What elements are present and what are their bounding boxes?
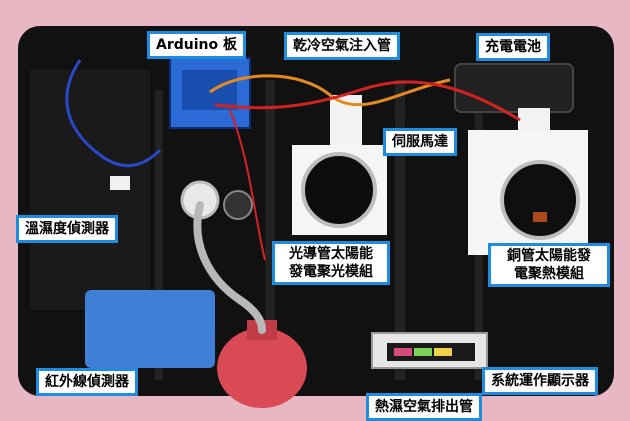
label-infrared-sensor: 紅外線偵測器	[36, 368, 138, 396]
metal-hose	[193, 201, 266, 334]
label-hot-humid-air-exhaust-pipe: 熱濕空氣排出管	[366, 393, 482, 421]
orange-wire	[209, 74, 451, 107]
display-segment-1	[394, 348, 412, 356]
label-servo-motor: 伺服馬達	[383, 128, 457, 156]
copper-pipe-dome	[500, 160, 580, 240]
label-system-operation-display: 系統運作顯示器	[482, 367, 598, 395]
display-segment-3	[434, 348, 452, 356]
label-copper-pipe-solar-module: 銅管太陽能發 電聚熱模組	[488, 243, 610, 287]
rail-3	[395, 80, 405, 380]
rail-2	[265, 80, 275, 380]
copper-pipe-core	[533, 212, 547, 222]
arduino-chip-area	[182, 70, 237, 110]
light-pipe-dome	[301, 152, 377, 228]
label-temp-humidity-sensor: 溫濕度偵測器	[16, 215, 118, 243]
fan-motor	[223, 190, 253, 220]
battery	[454, 63, 574, 113]
label-rechargeable-battery: 充電電池	[476, 33, 550, 61]
left-panel	[30, 70, 150, 310]
label-copper-pipe-solar-module-line1: 銅管太陽能發	[507, 248, 591, 264]
label-arduino-board: Arduino 板	[147, 31, 246, 59]
label-light-pipe-solar-module-line2: 發電聚光模組	[289, 264, 373, 280]
display-segment-2	[414, 348, 432, 356]
rail-1	[155, 90, 163, 380]
label-light-pipe-solar-module: 光導管太陽能 發電聚光模組	[272, 241, 390, 285]
label-light-pipe-solar-module-line1: 光導管太陽能	[289, 246, 373, 262]
temp-humidity-sensor-block	[110, 176, 130, 190]
label-copper-pipe-solar-module-line2: 電聚熱模組	[514, 266, 584, 282]
red-blower-bulb	[217, 328, 307, 408]
label-dry-cold-air-inlet-pipe: 乾冷空氣注入管	[284, 32, 400, 60]
blue-wire	[65, 59, 162, 168]
red-wire	[214, 80, 521, 122]
red-wire-2	[229, 109, 266, 261]
infrared-sponge	[85, 290, 215, 368]
